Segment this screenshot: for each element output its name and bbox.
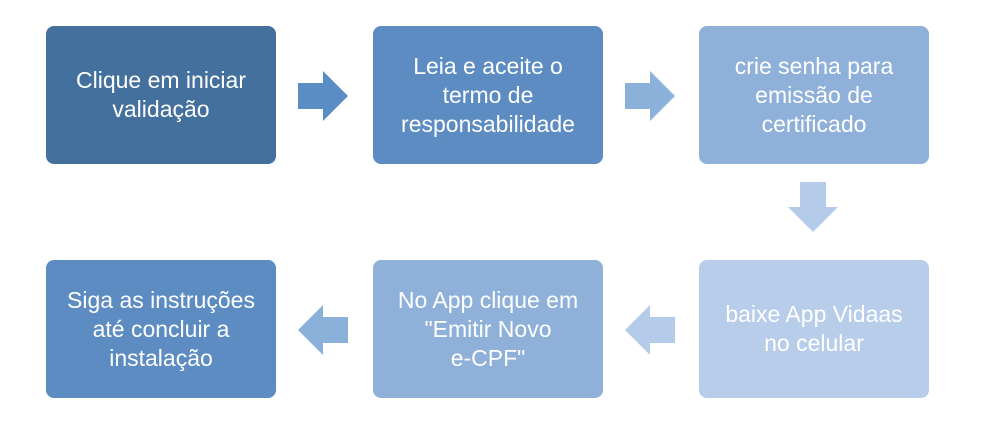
step-5-label: No App clique em "Emitir Novo e-CPF" [397,286,579,371]
arrow-left-icon [298,305,348,355]
step-1-label: Clique em iniciar validação [75,67,246,122]
step-4-download-app: baixe App Vidaas no celular [699,260,929,398]
step-2-accept-terms: Leia e aceite o termo de responsabilidad… [373,26,603,164]
arrow-right-icon [625,71,675,121]
arrow-right-icon [298,71,348,121]
step-5-emit-ecpf: No App clique em "Emitir Novo e-CPF" [373,260,603,398]
step-6-follow-instructions: Siga as instruções até concluir a instal… [46,260,276,398]
step-2-label: Leia e aceite o termo de responsabilidad… [401,52,575,137]
arrow-down-icon [788,182,838,232]
step-3-create-password: crie senha para emissão de certificado [699,26,929,164]
step-1-start-validation: Clique em iniciar validação [46,26,276,164]
arrow-left-icon [625,305,675,355]
step-6-label: Siga as instruções até concluir a instal… [67,286,255,371]
step-3-label: crie senha para emissão de certificado [734,52,894,137]
step-4-label: baixe App Vidaas no celular [725,301,903,356]
